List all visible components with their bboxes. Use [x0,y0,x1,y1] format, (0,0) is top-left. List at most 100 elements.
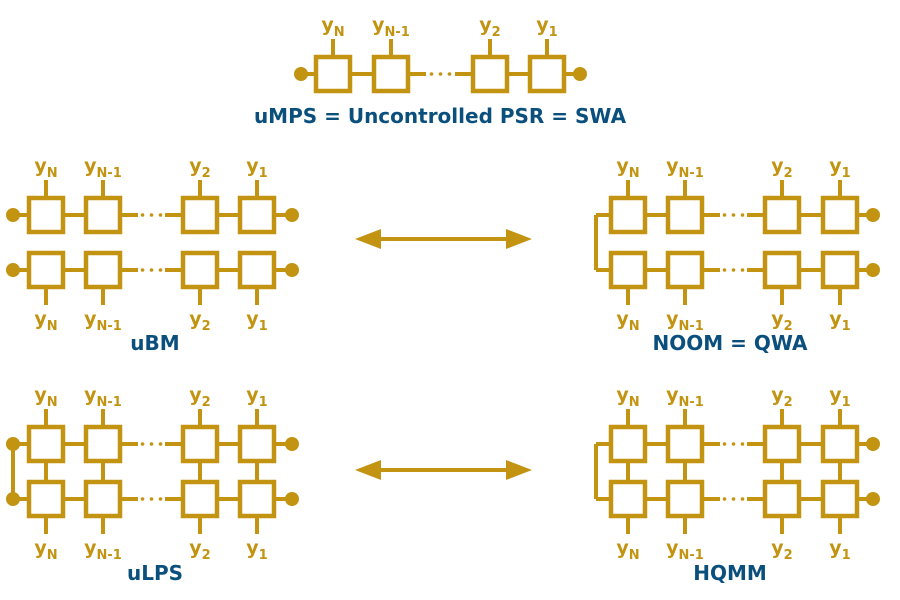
label-base: y [829,537,842,559]
site-label-bottom: y1 [829,308,850,334]
label-subscript: 1 [842,319,851,334]
boundary-vector-dot [866,208,880,222]
tensor-box [83,424,123,464]
label-base: y [616,155,629,177]
site-label-bottom: y1 [246,537,267,563]
site-label-bottom: y2 [771,308,792,334]
label-base: y [34,308,47,330]
equivalence-arrow-ubm-noom [355,229,532,249]
tensor-box [180,195,220,235]
ellipsis-dot [722,497,727,501]
tensor-box [180,479,220,519]
label-subscript: N-1 [679,166,704,181]
label-base: y [829,155,842,177]
tensor-box [820,195,860,235]
ellipsis-dot [158,213,163,217]
ellipsis-dot [740,213,745,217]
boundary-vector-dot [6,263,20,277]
ellipsis-dot [149,213,154,217]
tensor-box [237,250,277,290]
site-label-top: yN-1 [372,14,410,40]
site-label-top: yN-1 [84,384,122,410]
site-label-top: y2 [771,384,792,410]
label-base: y [616,384,629,406]
label-base: y [189,155,202,177]
tensor-box [26,195,66,235]
label-base: y [666,308,679,330]
tensor-box [83,479,123,519]
tensor-box [820,250,860,290]
label-subscript: N-1 [679,395,704,410]
ellipsis-dot [149,442,154,446]
site-label-bottom: yN-1 [84,308,122,334]
label-subscript: N [629,166,640,181]
tensor-box [820,424,860,464]
label-base: y [246,384,259,406]
site-label-top: y1 [246,384,267,410]
ellipsis-dot [731,268,736,272]
ellipsis-dot [731,442,736,446]
label-base: y [246,155,259,177]
arrow-head-left [355,229,381,249]
label-subscript: N-1 [97,548,122,563]
site-label-top: yN [34,155,57,181]
site-label-bottom: y2 [189,308,210,334]
label-subscript: 2 [784,166,793,181]
label-subscript: N-1 [385,25,410,40]
label-subscript: 2 [784,319,793,334]
site-label-top: yN [321,14,344,40]
label-subscript: N [629,548,640,563]
boundary-vector-dot [285,492,299,506]
tensor-box [180,250,220,290]
label-subscript: 1 [842,548,851,563]
site-label-top: y1 [246,155,267,181]
ellipsis-dot [140,268,145,272]
label-base: y [771,155,784,177]
label-subscript: N-1 [97,319,122,334]
label-subscript: 2 [202,319,211,334]
label-subscript: N [47,166,58,181]
ellipsis-dot [140,442,145,446]
tensor-box [527,54,567,94]
site-label-bottom: yN [34,537,57,563]
tensor-box [313,54,353,94]
label-base: y [189,384,202,406]
label-subscript: N [334,25,345,40]
diagram-title: NOOM = QWA [653,331,808,355]
label-subscript: N [47,319,58,334]
label-subscript: N-1 [97,395,122,410]
site-label-top: yN-1 [84,155,122,181]
ellipsis-dot [149,268,154,272]
label-subscript: 2 [202,166,211,181]
label-subscript: 2 [492,25,501,40]
label-subscript: N-1 [97,166,122,181]
ellipsis-dot [429,72,434,76]
tensor-box [762,195,802,235]
ellipsis-dot [438,72,443,76]
label-base: y [34,537,47,559]
label-base: y [84,308,97,330]
tensor-box [237,479,277,519]
site-label-top: yN [616,155,639,181]
arrow-head-right [506,460,532,480]
ellipsis-dot [140,213,145,217]
ellipsis-dot [740,268,745,272]
label-subscript: N [47,548,58,563]
boundary-vector-dot [866,263,880,277]
boundary-vector-dot [294,67,308,81]
tensor-box [470,54,510,94]
site-label-top: yN-1 [666,384,704,410]
tensor-box [237,195,277,235]
ellipsis-dot [158,442,163,446]
site-label-top: y2 [189,155,210,181]
label-base: y [189,537,202,559]
site-label-bottom: yN-1 [666,537,704,563]
site-label-top: y2 [189,384,210,410]
tensor-box [608,195,648,235]
label-base: y [34,155,47,177]
tensor-box [26,250,66,290]
